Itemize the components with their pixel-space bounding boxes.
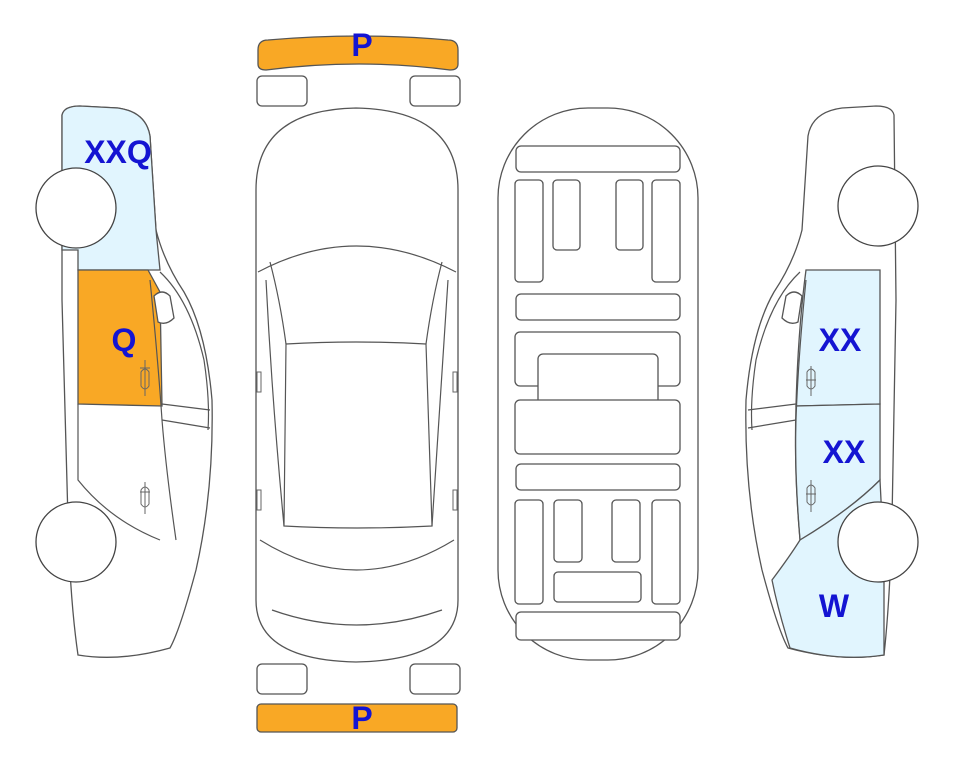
rear-bumper-panel[interactable] — [256, 703, 458, 733]
top-left-mirror-a — [256, 371, 262, 393]
rear-left-lamp — [256, 663, 308, 695]
underbody-panel-16 — [515, 611, 681, 641]
left-front-fender-label: XXQ — [84, 134, 152, 170]
top-windshield — [257, 245, 457, 273]
underbody-panel-12 — [553, 499, 583, 563]
right-front-door-label: XX — [819, 322, 862, 358]
left-mirror — [153, 291, 175, 324]
underbody-panel-6 — [515, 293, 681, 321]
right-sill-line — [747, 403, 797, 429]
right-rear-door-label: XX — [823, 434, 866, 470]
underbody-panel-11 — [514, 499, 544, 605]
top-body-outline — [255, 107, 459, 663]
underbody-panel-13 — [611, 499, 641, 563]
underbody-panel-15 — [553, 571, 642, 603]
underbody-panel-4 — [615, 179, 644, 251]
right-front-wheel — [837, 165, 919, 247]
underbody-view — [497, 107, 699, 661]
left-rear-door-handle — [140, 482, 150, 514]
right-side-view: XX XX W — [745, 105, 919, 658]
underbody-panel-9 — [514, 399, 681, 455]
front-bumper-label: P — [351, 27, 372, 63]
front-bumper-panel[interactable] — [257, 35, 459, 71]
front-left-lamp — [256, 75, 308, 107]
top-right-pillar — [425, 261, 449, 527]
right-rear-door-handle — [806, 480, 816, 512]
left-front-door-label: Q — [112, 322, 137, 358]
underbody-panel-3 — [552, 179, 581, 251]
top-rear-window — [259, 539, 455, 571]
right-mirror — [781, 291, 803, 324]
right-rear-wheel — [837, 501, 919, 583]
underbody-panel-1 — [515, 145, 681, 173]
rear-bumper-label: P — [351, 700, 372, 736]
top-view: P P — [255, 27, 461, 736]
left-sill-line — [161, 403, 211, 429]
right-windshield-line — [750, 271, 801, 431]
left-window-line — [149, 279, 177, 541]
top-left-pillar — [265, 261, 287, 527]
right-front-door-handle — [806, 366, 816, 396]
underbody-panel-2 — [514, 179, 544, 283]
right-rear-quarter-label: W — [819, 588, 850, 624]
underbody-panel-10 — [515, 463, 681, 491]
left-front-wheel — [35, 167, 117, 249]
left-rear-wheel — [35, 501, 117, 583]
left-windshield-line — [159, 271, 210, 431]
underbody-panel-5 — [651, 179, 681, 283]
right-window-line — [794, 279, 807, 541]
rear-right-lamp — [409, 663, 461, 695]
top-left-mirror-b — [256, 489, 262, 511]
top-right-mirror-a — [452, 371, 458, 393]
left-side-view: XXQ Q — [35, 105, 213, 658]
front-right-lamp — [409, 75, 461, 107]
top-rear-trunk-line — [271, 609, 443, 626]
top-right-mirror-b — [452, 489, 458, 511]
left-front-door-handle — [140, 360, 150, 396]
left-rear-door-line — [77, 404, 161, 541]
top-roof — [283, 341, 433, 529]
underbody-panel-14 — [651, 499, 681, 605]
